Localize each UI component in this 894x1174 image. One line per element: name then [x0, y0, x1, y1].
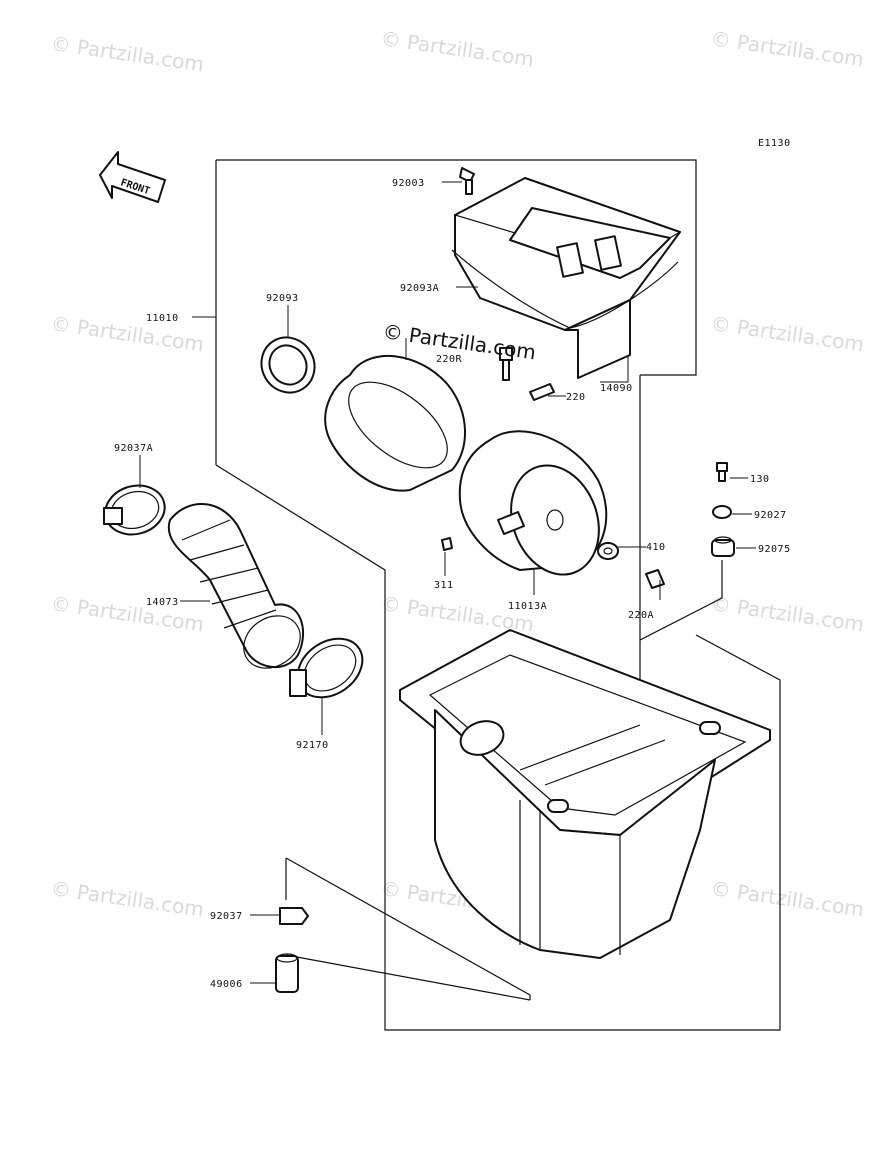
diagram-code: E1130 — [758, 138, 791, 149]
clamp-92170 — [289, 637, 364, 699]
washer-92027 — [712, 505, 732, 519]
bolt-220a — [645, 569, 665, 589]
watermark: © Partzilla.com — [49, 311, 205, 356]
drain-49006 — [275, 953, 299, 993]
part-label-14073[interactable]: 14073 — [146, 597, 179, 608]
part-label-11010[interactable]: 11010 — [146, 313, 179, 324]
seal-ring-92093 — [260, 336, 316, 394]
part-label-14090[interactable]: 14090 — [600, 383, 633, 394]
watermark: © Partzilla.com — [49, 591, 205, 636]
part-label-220r[interactable]: 220R — [436, 354, 463, 365]
part-label-49006[interactable]: 49006 — [210, 979, 243, 990]
part-label-92037[interactable]: 92037 — [210, 911, 243, 922]
watermark: © Partzilla.com — [49, 876, 205, 921]
part-labels: 92003 92093A 14090 11010 92093 220R 220 … — [114, 178, 791, 990]
bolt-220 — [529, 383, 555, 401]
airbox-case — [399, 629, 771, 959]
filter-element — [458, 430, 608, 576]
watermark: © Partzilla.com — [379, 26, 535, 71]
bolt-130 — [716, 462, 728, 482]
part-label-220a[interactable]: 220A — [628, 610, 654, 621]
leader-lines — [139, 181, 756, 984]
watermark: © Partzilla.com — [709, 591, 865, 636]
grommet-92075 — [711, 536, 735, 557]
watermark: © Partzilla.com — [709, 876, 865, 921]
part-label-130[interactable]: 130 — [750, 474, 770, 485]
watermark: © Partzilla.com — [379, 591, 535, 636]
part-label-311[interactable]: 311 — [434, 580, 454, 591]
watermark: © Partzilla.com — [709, 311, 865, 356]
part-label-92093[interactable]: 92093 — [266, 293, 299, 304]
front-arrow-icon: FRONT — [99, 151, 166, 203]
airbox-cover — [451, 177, 682, 379]
part-label-92037a[interactable]: 92037A — [114, 443, 153, 454]
foam-filter — [324, 354, 466, 492]
watermark: © Partzilla.com — [49, 31, 205, 76]
part-label-92003[interactable]: 92003 — [392, 178, 425, 189]
clip-92037 — [279, 907, 309, 925]
part-label-92027[interactable]: 92027 — [754, 510, 787, 521]
clip-311 — [441, 537, 453, 551]
assembly-frame — [215, 159, 781, 1031]
part-label-11013a[interactable]: 11013A — [508, 601, 547, 612]
wing-bolt-92003 — [459, 167, 475, 195]
part-label-92093a[interactable]: 92093A — [400, 283, 439, 294]
part-label-92075[interactable]: 92075 — [758, 544, 791, 555]
watermark: © Partzilla.com — [709, 26, 865, 71]
bolt-220r — [499, 347, 513, 381]
part-label-410[interactable]: 410 — [646, 542, 666, 553]
part-label-220[interactable]: 220 — [566, 392, 586, 403]
part-label-92170[interactable]: 92170 — [296, 740, 329, 751]
intake-duct — [167, 503, 305, 669]
clamp-92037a — [103, 484, 166, 536]
washer-410 — [597, 542, 619, 560]
